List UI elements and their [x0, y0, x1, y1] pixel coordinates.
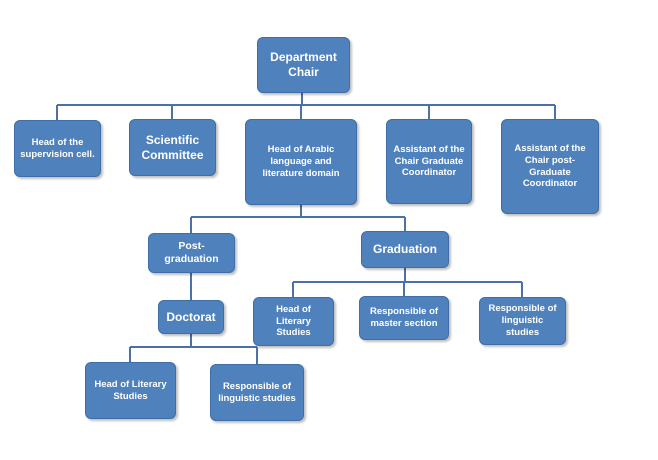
node-label: Post- graduation [164, 239, 219, 265]
node-label: Doctorat [166, 309, 216, 324]
connector-chair-to-level2 [56, 93, 556, 120]
node-label: Head of Literary Studies [276, 303, 311, 339]
node-head-literary-studies-doctorat: Head of Literary Studies [85, 362, 176, 419]
node-head-arabic-domain: Head of Arabic language and literature d… [245, 119, 357, 205]
node-responsible-linguistic-graduation: Responsible of linguistic studies [479, 297, 566, 345]
node-label: Assistant of the Chair post- Graduate Co… [514, 142, 586, 190]
node-label: Responsible of linguistic studies [488, 303, 557, 338]
node-assistant-postgraduate-coordinator: Assistant of the Chair post- Graduate Co… [501, 119, 599, 214]
node-scientific-committee: Scientific Committee [129, 119, 216, 176]
node-department-chair: Department Chair [257, 37, 350, 93]
node-doctorat: Doctorat [158, 300, 224, 334]
node-label: Responsible of linguistic studies [218, 380, 296, 404]
node-label: Head of the supervision cell. [20, 136, 95, 160]
node-label: Assistant of the Chair Graduate Coordina… [393, 143, 465, 179]
node-label: Scientific Committee [141, 132, 204, 162]
node-head-literary-studies-graduation: Head of Literary Studies [253, 297, 334, 346]
node-responsible-linguistic-doctorat: Responsible of linguistic studies [210, 364, 304, 421]
node-post-graduation: Post- graduation [148, 233, 235, 273]
node-label: Graduation [372, 242, 437, 256]
connector-graduation-to-level4 [292, 268, 523, 297]
connector-doctorat-to-level5 [129, 334, 258, 364]
node-label: Department Chair [270, 50, 337, 79]
node-graduation: Graduation [361, 231, 449, 268]
node-label: Head of Literary Studies [94, 378, 167, 402]
node-responsible-master-section: Responsible of master section [359, 296, 449, 340]
node-head-supervision-cell: Head of the supervision cell. [14, 120, 101, 177]
node-label: Head of Arabic language and literature d… [262, 144, 340, 179]
connector-arabic-to-level3 [190, 205, 406, 233]
node-assistant-graduate-coordinator: Assistant of the Chair Graduate Coordina… [386, 119, 472, 204]
node-label: Responsible of master section [369, 306, 439, 329]
